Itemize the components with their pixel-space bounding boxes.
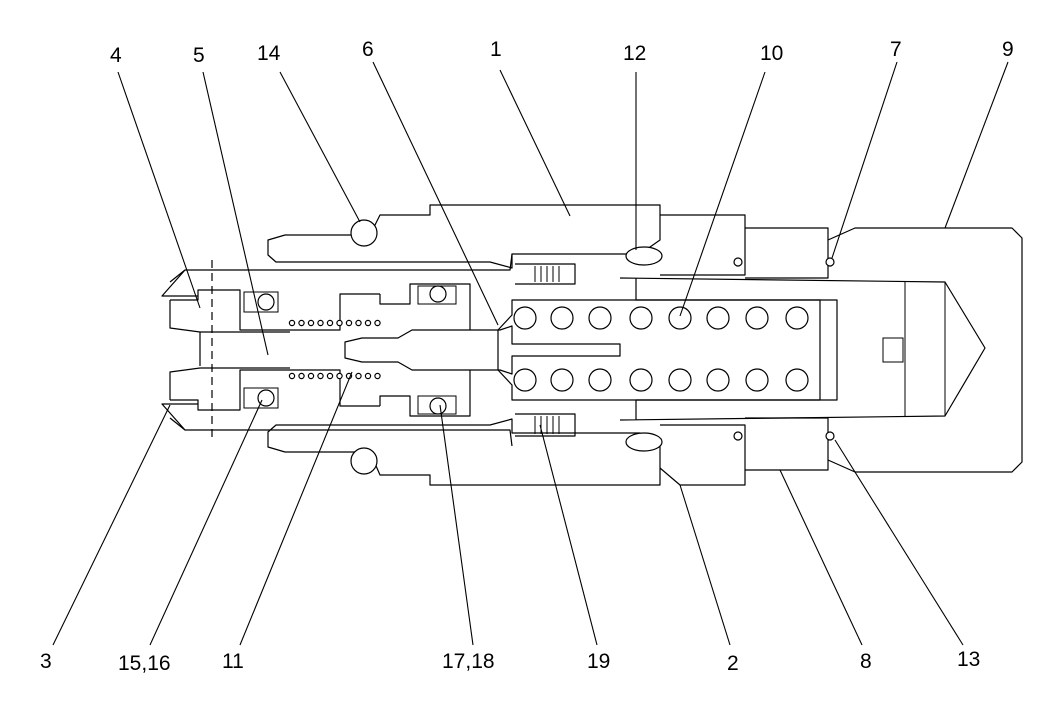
ball-upper-right [429, 285, 447, 303]
label-11: 11 [222, 650, 244, 673]
spring-coil [298, 319, 305, 327]
label-10: 10 [760, 42, 783, 65]
label-12: 12 [623, 42, 646, 65]
seal-lower [625, 432, 663, 452]
spring-coil [374, 372, 381, 380]
spring-coil [317, 372, 324, 380]
spring-coil [288, 372, 296, 380]
spring-coil [307, 319, 315, 327]
spring-coil [326, 372, 334, 380]
label-8: 8 [860, 650, 872, 673]
spring-coil [336, 372, 343, 380]
label-13: 13 [957, 648, 980, 671]
label-3: 3 [40, 650, 52, 673]
coil-spring-upper [515, 263, 576, 285]
outer-sleeve [267, 204, 661, 486]
label-17-18: 17,18 [442, 650, 495, 673]
nut [659, 214, 746, 486]
spring-coil [355, 372, 362, 380]
piston-balls [513, 306, 809, 392]
label-6: 6 [362, 38, 374, 61]
fitting [745, 227, 829, 471]
label-14: 14 [257, 42, 281, 65]
spring-coil [298, 372, 305, 380]
o-ring-lower-right [825, 431, 835, 441]
label-7: 7 [890, 38, 902, 61]
inner-plunger [161, 253, 513, 447]
spring-coil [364, 372, 372, 380]
labels-bottom: 3 15,16 11 17,18 19 2 8 13 [40, 648, 980, 675]
spring-coil [288, 319, 296, 327]
ball-upper-left [257, 293, 275, 311]
o-ring-upper-right [825, 257, 835, 267]
label-4: 4 [110, 44, 122, 67]
ball-cage-upper-left [243, 291, 279, 313]
labels-top: 4 5 14 6 1 12 10 7 9 [110, 38, 1014, 67]
o-ring-upper-left [733, 257, 743, 267]
spring-coil [326, 319, 334, 327]
ball-lower-right [429, 397, 447, 415]
seal-upper [625, 246, 663, 266]
spring-coil [336, 319, 343, 327]
retaining-ball-upper [350, 219, 378, 247]
piston-body [497, 299, 821, 401]
spring-coil [355, 319, 362, 327]
spring-coil [345, 319, 353, 327]
spring-coil [374, 319, 381, 327]
spring-coil [317, 319, 324, 327]
retaining-ball-lower [350, 447, 378, 475]
label-15-16: 15,16 [118, 652, 171, 675]
spring-coil [307, 372, 315, 380]
label-2: 2 [727, 652, 739, 675]
valve-stem [344, 325, 621, 375]
small-spring [288, 319, 381, 380]
spool-housing [619, 277, 986, 421]
label-1: 1 [490, 38, 502, 61]
end-cap [827, 227, 1023, 473]
o-ring-lower-left [733, 431, 743, 441]
ball-cage-lower-left [243, 387, 279, 409]
leader-lines [52, 61, 1009, 646]
spring-coil [364, 319, 372, 327]
label-5: 5 [193, 44, 205, 67]
label-9: 9 [1002, 38, 1014, 61]
label-19: 19 [587, 650, 610, 673]
ball-lower-left [257, 389, 275, 407]
